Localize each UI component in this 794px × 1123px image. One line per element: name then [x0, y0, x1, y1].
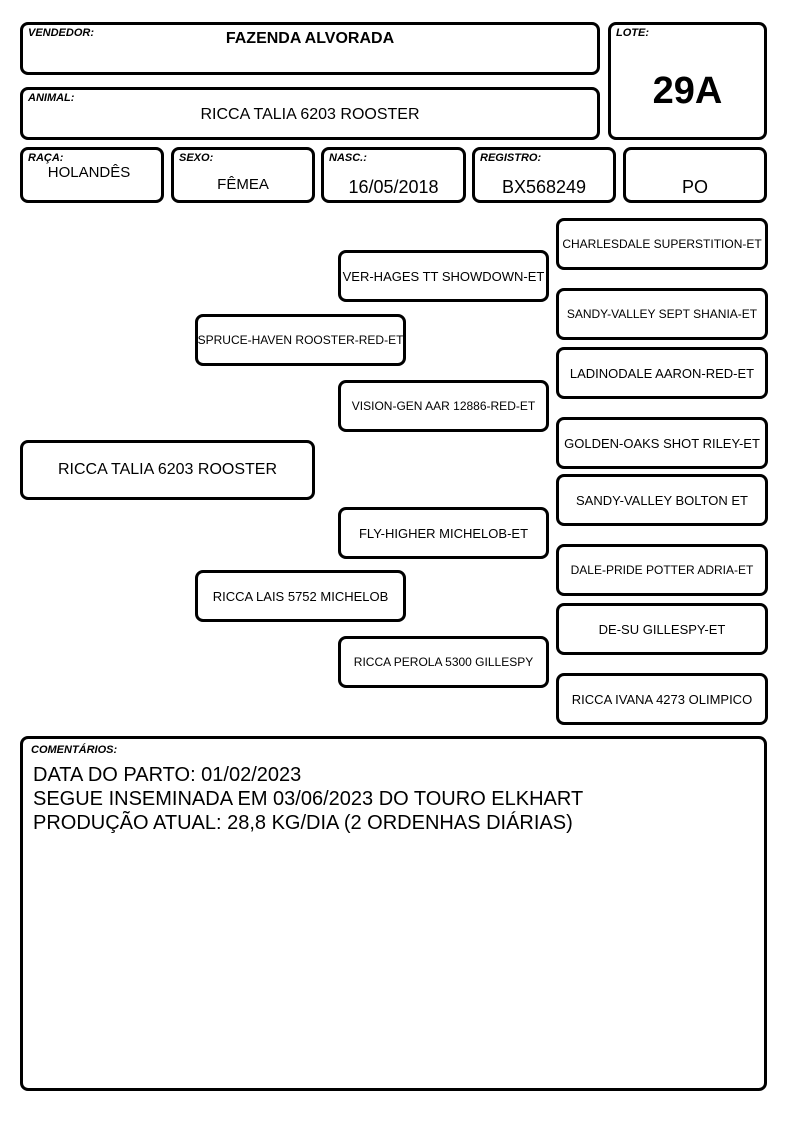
birth-box: NASC.: 16/05/2018 [321, 147, 466, 203]
pedigree-dam-dam: RICCA PEROLA 5300 GILLESPY [338, 636, 549, 688]
registry-value: BX568249 [501, 177, 587, 197]
birth-label: NASC.: [329, 152, 367, 164]
vendor-box: VENDEDOR: FAZENDA ALVORADA [20, 22, 600, 75]
pedigree-ggp: DE-SU GILLESPY-ET [556, 603, 768, 655]
pedigree-ggp: RICCA IVANA 4273 OLIMPICO [556, 673, 768, 725]
vendor-value: FAZENDA ALVORADA [225, 30, 395, 47]
pedigree-sire-sire: VER-HAGES TT SHOWDOWN-ET [338, 250, 549, 302]
pedigree-sire-name: SPRUCE-HAVEN ROOSTER-RED-ET [197, 333, 404, 347]
pedigree-ggp-name: RICCA IVANA 4273 OLIMPICO [571, 691, 753, 707]
breed-box: RAÇA: HOLANDÊS [20, 147, 164, 203]
animal-value: RICCA TALIA 6203 ROOSTER [200, 106, 420, 123]
pedigree-sire-sire-name: VER-HAGES TT SHOWDOWN-ET [342, 268, 545, 284]
category-box: PO [623, 147, 767, 203]
pedigree-dam-dam-name: RICCA PEROLA 5300 GILLESPY [353, 655, 534, 669]
lot-box: LOTE: 29A [608, 22, 767, 140]
pedigree-dam: RICCA LAIS 5752 MICHELOB [195, 570, 406, 622]
sex-box: SEXO: FÊMEA [171, 147, 315, 203]
registry-box: REGISTRO: BX568249 [472, 147, 616, 203]
pedigree-ggp-name: DE-SU GILLESPY-ET [598, 621, 726, 637]
pedigree-ggp-name: SANDY-VALLEY SEPT SHANIA-ET [566, 307, 758, 321]
pedigree-dam-sire: FLY-HIGHER MICHELOB-ET [338, 507, 549, 559]
animal-box: ANIMAL: RICCA TALIA 6203 ROOSTER [20, 87, 600, 140]
pedigree-ggp: GOLDEN-OAKS SHOT RILEY-ET [556, 417, 768, 469]
breed-value: HOLANDÊS [47, 164, 131, 181]
pedigree-animal-name: RICCA TALIA 6203 ROOSTER [57, 461, 278, 478]
pedigree-ggp: SANDY-VALLEY SEPT SHANIA-ET [556, 288, 768, 340]
comments-label: COMENTÁRIOS: [31, 744, 118, 756]
sex-value: FÊMEA [217, 176, 269, 193]
lot-label: LOTE: [616, 27, 649, 39]
registry-label: REGISTRO: [480, 152, 542, 164]
pedigree-ggp-name: CHARLESDALE SUPERSTITION-ET [562, 237, 762, 251]
pedigree-ggp-name: GOLDEN-OAKS SHOT RILEY-ET [564, 435, 760, 451]
comment-line: SEGUE INSEMINADA EM 03/06/2023 DO TOURO … [33, 788, 584, 810]
pedigree-dam-name: RICCA LAIS 5752 MICHELOB [212, 588, 389, 604]
comment-line: DATA DO PARTO: 01/02/2023 [33, 764, 302, 786]
pedigree-ggp: LADINODALE AARON-RED-ET [556, 347, 768, 399]
animal-label: ANIMAL: [28, 92, 75, 104]
breed-label: RAÇA: [28, 152, 64, 164]
birth-value: 16/05/2018 [348, 177, 439, 197]
vendor-label: VENDEDOR: [28, 27, 95, 39]
pedigree-animal: RICCA TALIA 6203 ROOSTER [20, 440, 315, 500]
pedigree-ggp-name: LADINODALE AARON-RED-ET [569, 365, 755, 381]
category-value: PO [681, 177, 708, 197]
pedigree-sire-dam: VISION-GEN AAR 12886-RED-ET [338, 380, 549, 432]
comment-line: PRODUÇÃO ATUAL: 28,8 KG/DIA (2 ORDENHAS … [33, 812, 573, 834]
pedigree-sire: SPRUCE-HAVEN ROOSTER-RED-ET [195, 314, 406, 366]
pedigree-sire-dam-name: VISION-GEN AAR 12886-RED-ET [351, 399, 536, 413]
comments-text: DATA DO PARTO: 01/02/2023 SEGUE INSEMINA… [33, 763, 583, 835]
pedigree-ggp: DALE-PRIDE POTTER ADRIA-ET [556, 544, 768, 596]
pedigree-ggp: SANDY-VALLEY BOLTON ET [556, 474, 768, 526]
pedigree-ggp-name: SANDY-VALLEY BOLTON ET [576, 492, 748, 508]
pedigree-ggp-name: DALE-PRIDE POTTER ADRIA-ET [570, 563, 754, 577]
pedigree-ggp: CHARLESDALE SUPERSTITION-ET [556, 218, 768, 270]
comments-box: COMENTÁRIOS: DATA DO PARTO: 01/02/2023 S… [20, 736, 767, 1091]
pedigree-dam-sire-name: FLY-HIGHER MICHELOB-ET [358, 525, 529, 541]
lot-value: 29A [652, 70, 723, 112]
sex-label: SEXO: [179, 152, 214, 164]
